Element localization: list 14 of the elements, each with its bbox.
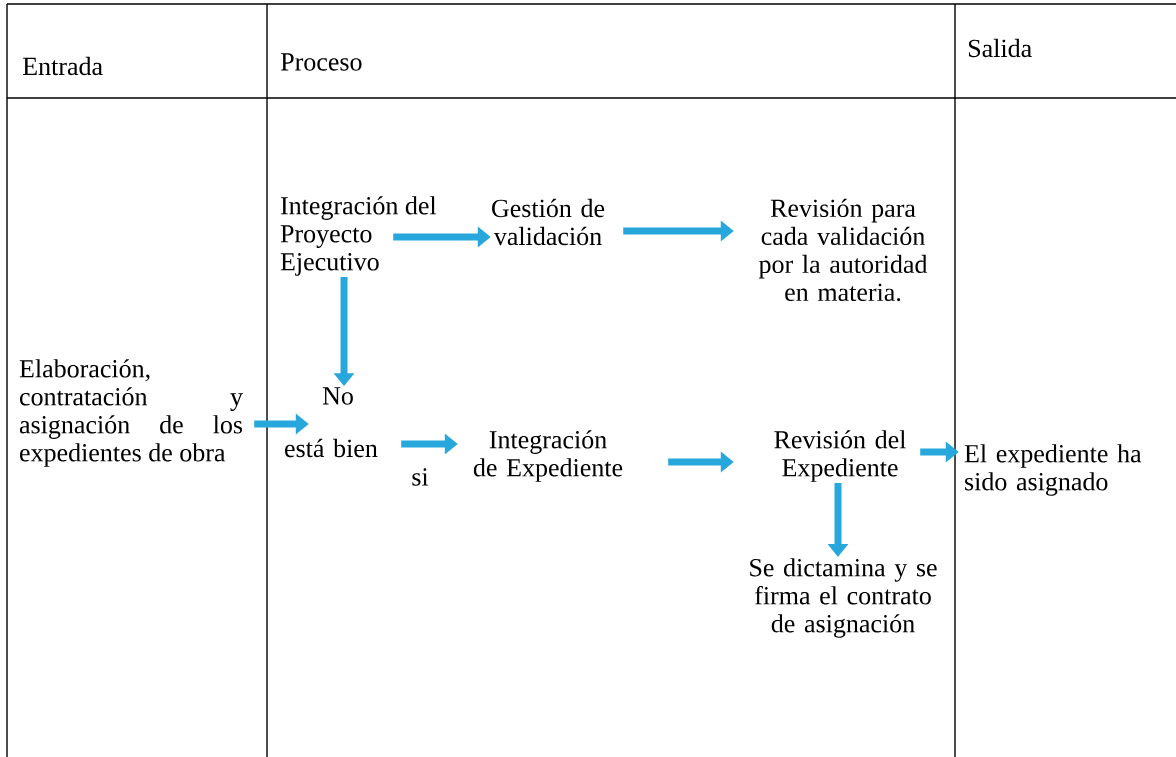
column-header: Salida xyxy=(968,38,1032,58)
step-text: Revisión para cada validación por la autoridad en materia. xyxy=(758,198,928,302)
step-text: está bien xyxy=(285,438,378,458)
step-text: No xyxy=(322,387,353,405)
step-text: Integración del Proyecto Ejecutivo xyxy=(280,196,437,276)
column-header: Entrada xyxy=(22,56,103,76)
step-text: El expediente ha sido asignado xyxy=(964,444,1142,496)
step-text: Elaboración, contratación y asignación de los expedientes de obra xyxy=(19,359,243,467)
column-header: Proceso xyxy=(280,53,362,71)
step-text: Integración de Expediente xyxy=(473,430,623,482)
step-text: Gestión de validación xyxy=(492,198,605,246)
step-text: Se dictamina y se firma el contrato de asignación xyxy=(750,558,937,638)
edge-label: si xyxy=(410,467,430,487)
step-text: Revisión del Expediente xyxy=(774,430,906,482)
